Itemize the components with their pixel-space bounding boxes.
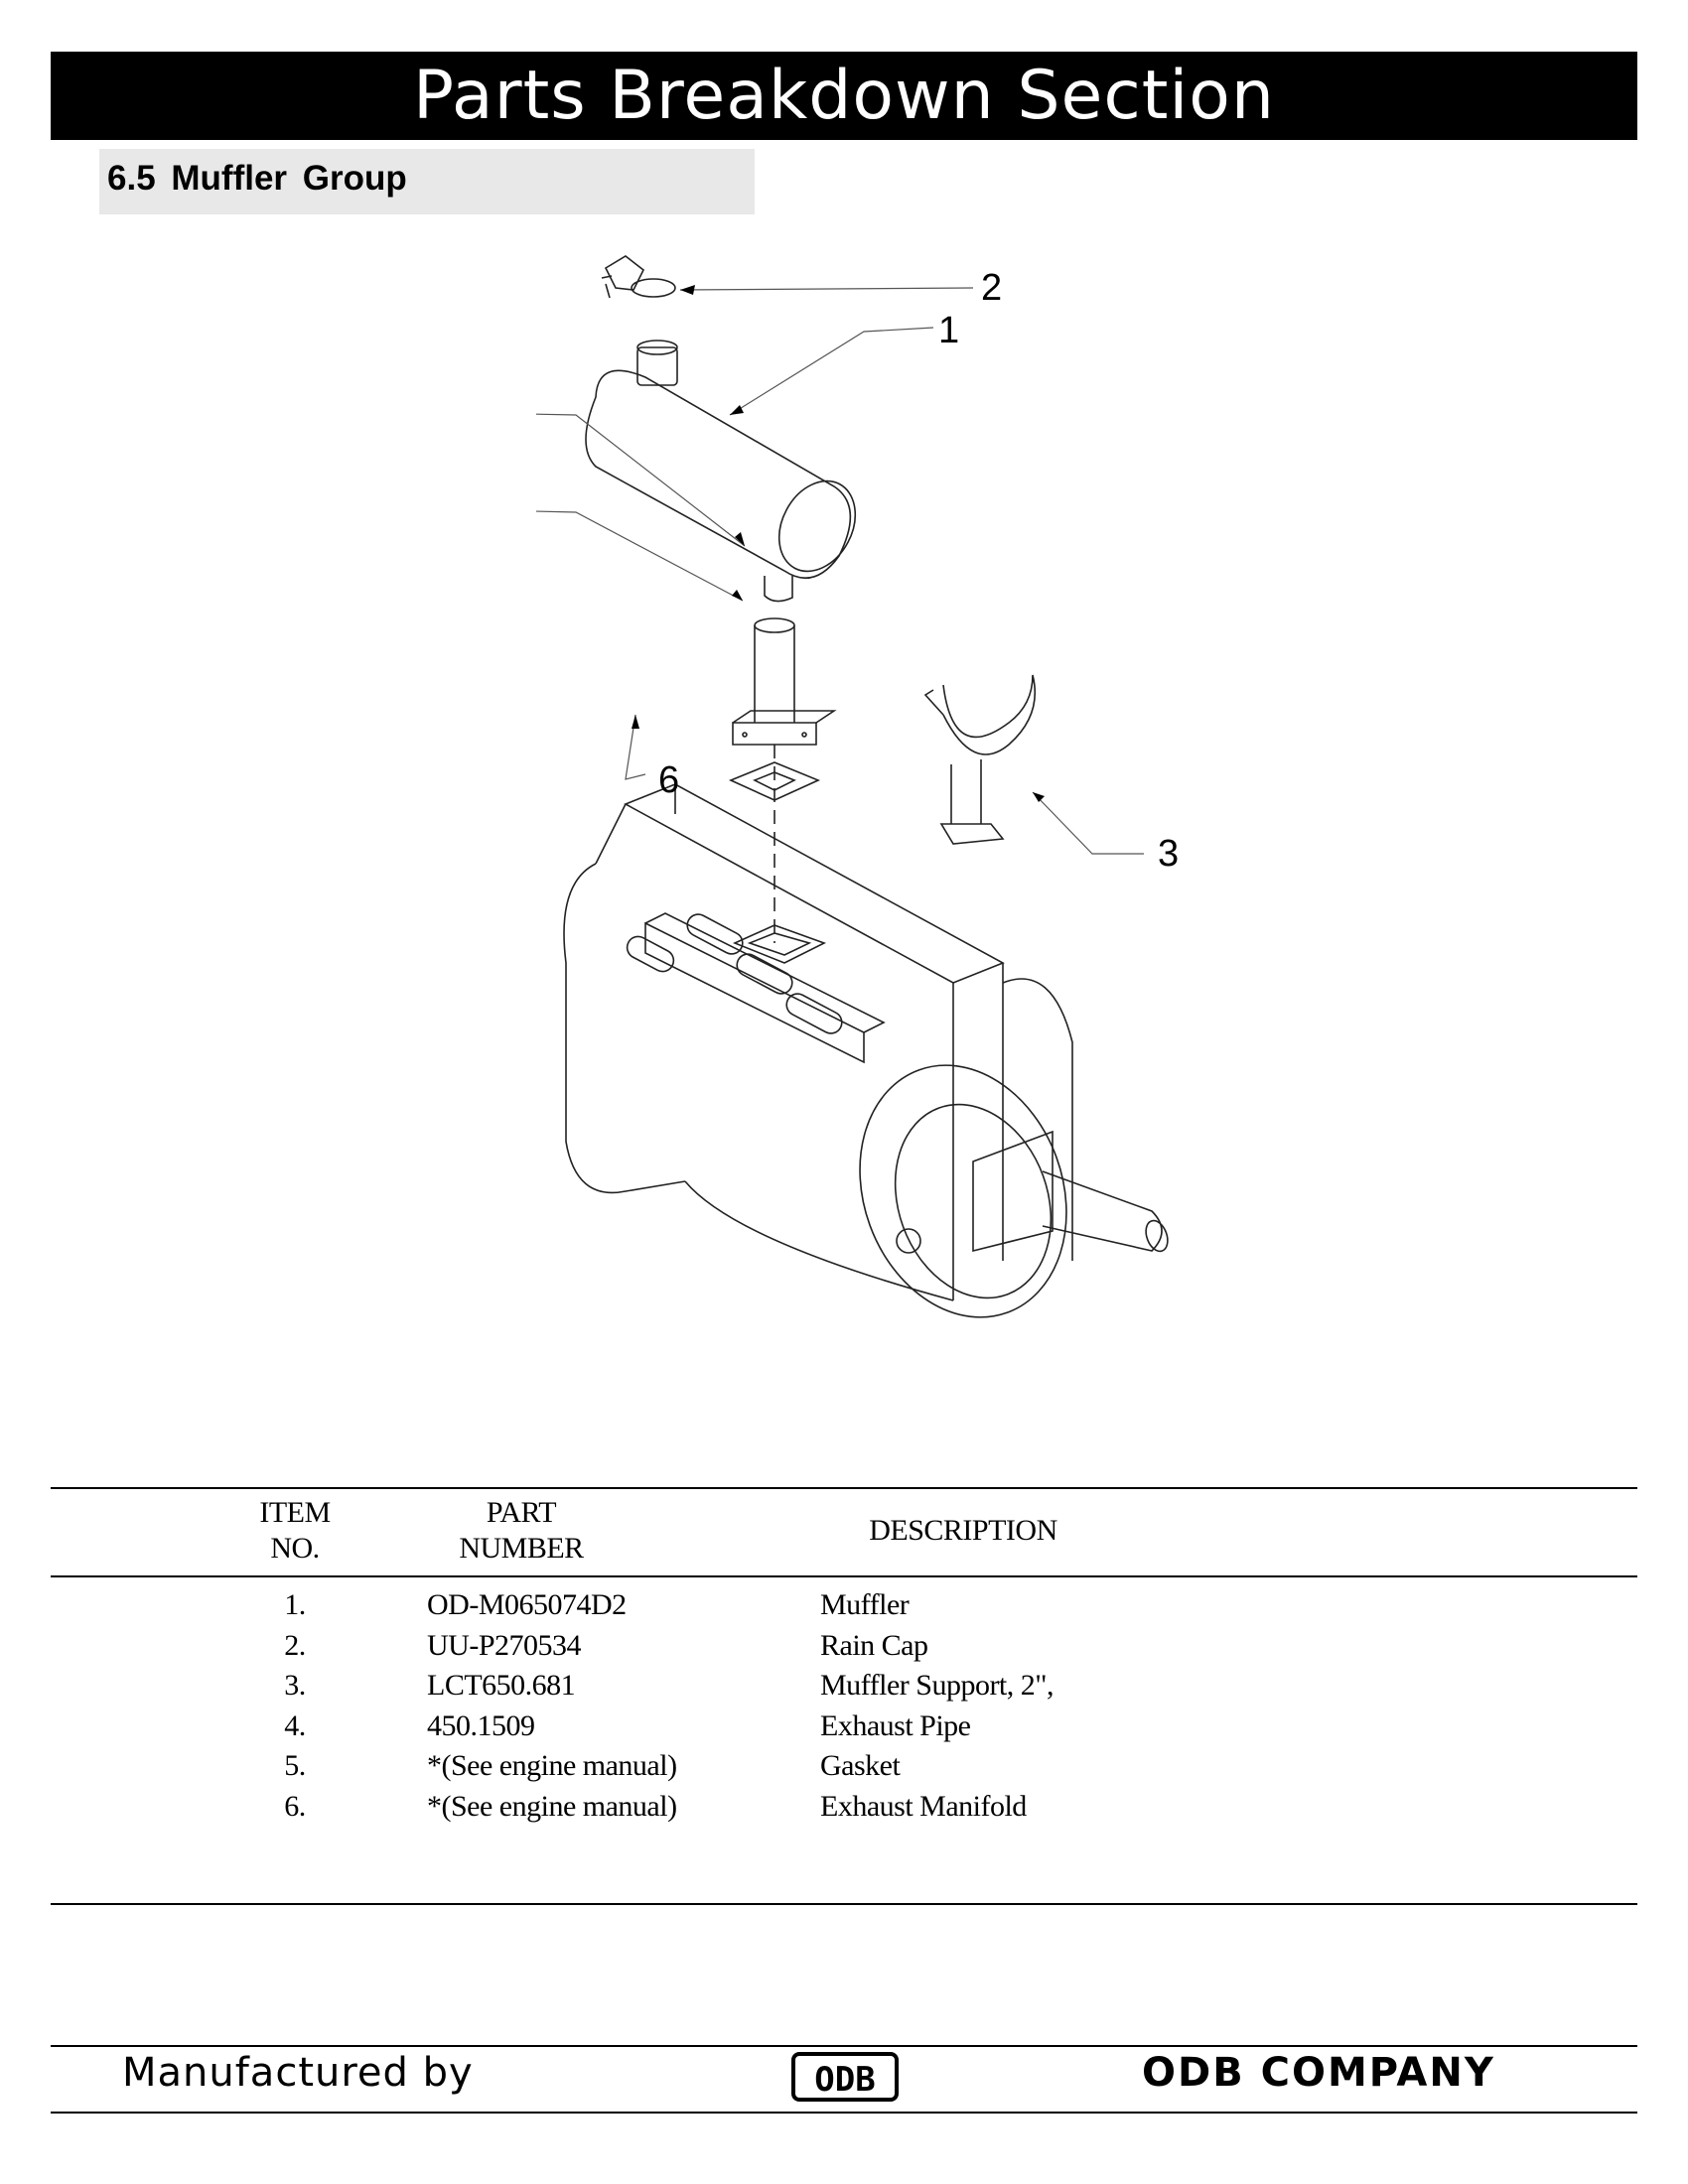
section-title: 6.5 Muffler Group (107, 159, 407, 198)
callout-1: 1 (938, 310, 959, 351)
page-title: Parts Breakdown Section (412, 57, 1276, 135)
svg-text:ODB: ODB (814, 2060, 875, 2100)
row-description: Gasket (820, 1749, 901, 1782)
row-part-number: UU-P270534 (427, 1628, 582, 1662)
header-item-no: ITEM NO. (259, 1496, 331, 1565)
manufactured-by-label: Manufactured by (122, 2050, 474, 2096)
footer-top-rule (51, 2045, 1637, 2047)
muffler-drawing (585, 340, 857, 603)
row-part-number: OD-M065074D2 (427, 1588, 627, 1621)
row-item-no: 3. (284, 1669, 306, 1702)
odb-logo: ODB (791, 2052, 899, 2102)
row-item-no: 2. (284, 1628, 306, 1662)
callout-6: 6 (658, 759, 679, 801)
table-top-rule (51, 1487, 1637, 1489)
row-item-no: 4. (284, 1708, 306, 1742)
table-header-rule (51, 1575, 1637, 1577)
callout-3: 3 (1158, 833, 1179, 875)
row-item-no: 6. (284, 1789, 306, 1823)
row-part-number: 450.1509 (427, 1708, 535, 1742)
rain-cap-drawing (601, 255, 676, 299)
row-part-number: *(See engine manual) (427, 1749, 677, 1782)
header-part-number: PART NUMBER (459, 1496, 584, 1565)
header-bar: Parts Breakdown Section (51, 52, 1637, 140)
muffler-support-drawing (923, 674, 1037, 845)
row-description: Exhaust Pipe (820, 1708, 971, 1742)
row-description: Muffler Support, 2", (820, 1669, 1055, 1702)
footer-bottom-rule (51, 2112, 1637, 2114)
muffler-group-diagram: 2 1 4 5 3 6 (536, 255, 1179, 1318)
section-heading-box: 6.5 Muffler Group (99, 149, 755, 214)
exhaust-pipe-drawing (732, 617, 837, 746)
row-part-number: *(See engine manual) (427, 1789, 677, 1823)
company-name: ODB COMPANY (1142, 2050, 1495, 2096)
row-item-no: 5. (284, 1749, 306, 1782)
row-description: Rain Cap (820, 1628, 928, 1662)
row-description: Exhaust Manifold (820, 1789, 1027, 1823)
engine-drawing (563, 783, 1169, 1318)
table-bottom-rule (51, 1903, 1637, 1905)
header-description: DESCRIPTION (869, 1514, 1057, 1547)
row-item-no: 1. (284, 1588, 306, 1621)
row-description: Muffler (820, 1588, 910, 1621)
callout-2: 2 (981, 267, 1002, 309)
row-part-number: LCT650.681 (427, 1669, 576, 1702)
gasket-drawing (728, 761, 821, 801)
